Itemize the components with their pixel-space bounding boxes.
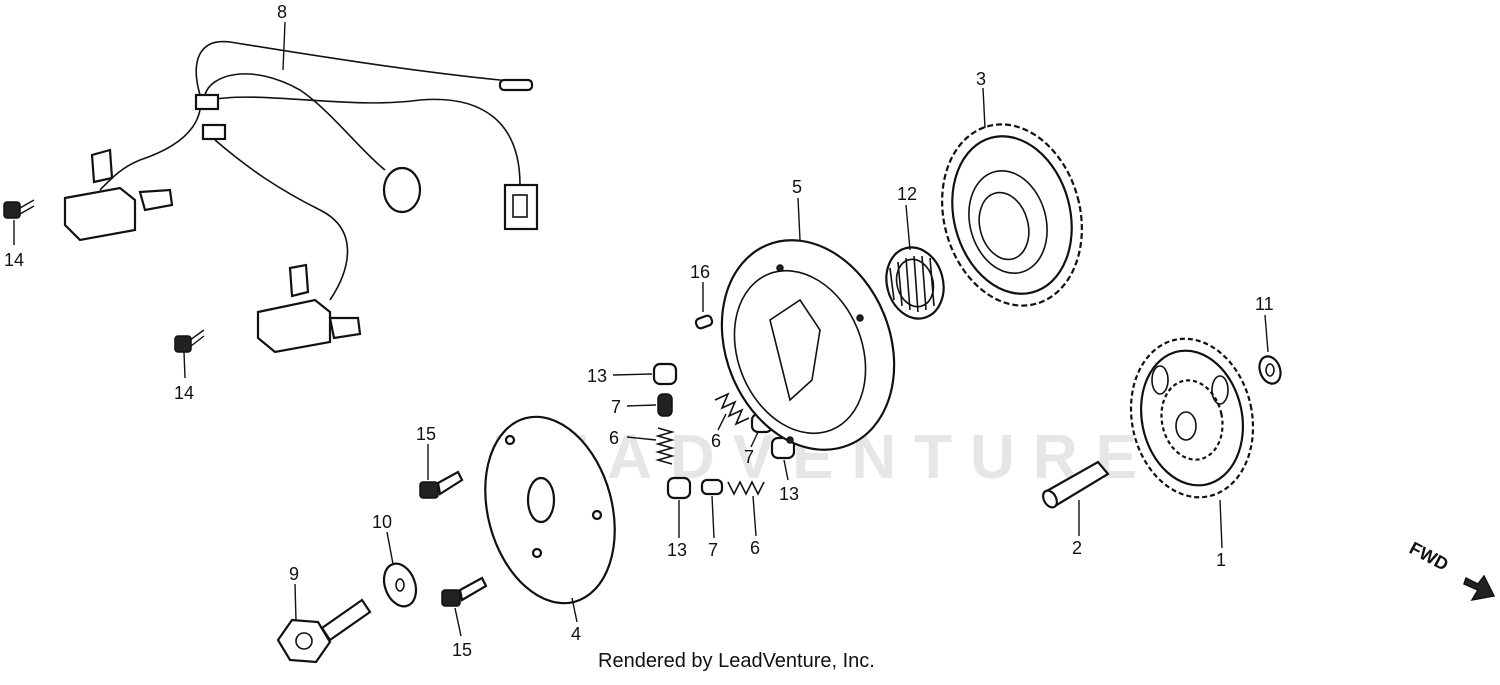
callout-1: 1 xyxy=(1216,550,1226,570)
flange-bolt-9 xyxy=(276,598,372,664)
idle-gear-1 xyxy=(1129,337,1255,499)
callout-13-lower: 13 xyxy=(667,540,687,560)
driven-gear-3 xyxy=(941,123,1083,307)
callout-15-upper: 15 xyxy=(416,424,436,444)
callout-6-middle: 6 xyxy=(711,431,721,451)
bolt-14-lower xyxy=(174,329,205,353)
bolt-14-upper xyxy=(3,199,35,219)
bolt-15-lower xyxy=(441,576,488,607)
washer-10 xyxy=(382,562,418,608)
callout-14-lower: 14 xyxy=(174,383,194,403)
washer-11 xyxy=(1258,355,1282,385)
callout-11: 11 xyxy=(1255,294,1274,314)
roller-13-lower xyxy=(666,476,692,500)
needle-bearing-12 xyxy=(885,246,945,320)
callout-2: 2 xyxy=(1072,538,1082,558)
callout-labels: 8 14 14 3 5 12 16 11 13 7 6 6 7 13 13 7 … xyxy=(4,2,1274,660)
callout-9: 9 xyxy=(289,564,299,584)
spring-6-middle xyxy=(714,392,750,426)
callout-3: 3 xyxy=(976,69,986,89)
callout-16: 16 xyxy=(690,262,710,282)
fwd-arrow-indicator: FWD xyxy=(1406,538,1496,602)
drive-plate-part xyxy=(484,415,616,605)
cap-7-lower xyxy=(700,478,724,496)
callout-15-lower: 15 xyxy=(452,640,472,660)
callout-13-upper: 13 xyxy=(587,366,607,386)
callout-7-upper: 7 xyxy=(611,397,621,417)
spring-6-lower xyxy=(727,480,765,496)
roller-13-upper xyxy=(652,362,678,386)
rendered-by-credit: Rendered by LeadVenture, Inc. xyxy=(598,650,875,672)
cap-7-upper xyxy=(657,393,673,417)
callout-4: 4 xyxy=(571,624,581,644)
callout-6-upper: 6 xyxy=(609,428,619,448)
shaft-2 xyxy=(1042,460,1110,509)
callout-7-middle: 7 xyxy=(744,447,754,467)
fwd-label: FWD xyxy=(1406,538,1452,575)
bolt-15-upper xyxy=(419,470,464,499)
clutch-outer-part xyxy=(720,239,896,451)
leader-lines xyxy=(13,21,1269,637)
callout-14-upper: 14 xyxy=(4,250,24,270)
callout-5: 5 xyxy=(792,177,802,197)
callout-10: 10 xyxy=(372,512,392,532)
pin-16 xyxy=(694,314,714,330)
spring-6-upper xyxy=(655,427,675,465)
callout-6-lower: 6 xyxy=(750,538,760,558)
callout-7-lower: 7 xyxy=(708,540,718,560)
callout-8: 8 xyxy=(277,2,287,22)
callout-12: 12 xyxy=(897,184,917,204)
callout-13-middle: 13 xyxy=(779,484,799,504)
wire-harness-part xyxy=(63,40,539,354)
